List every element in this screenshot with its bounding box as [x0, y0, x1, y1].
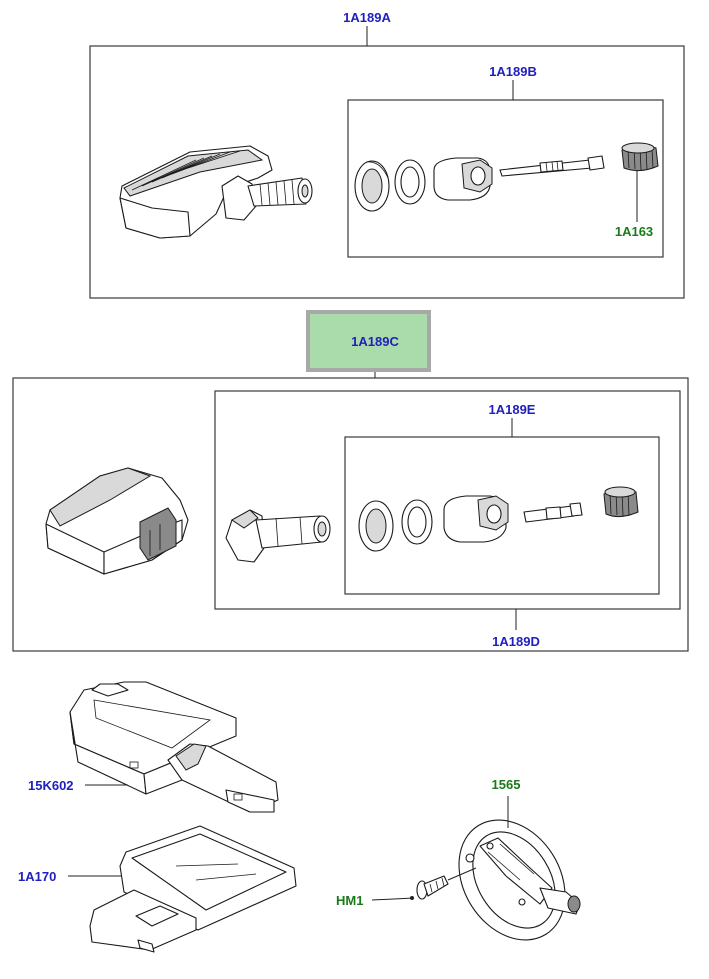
assembly-1a189e-frame: [344, 436, 660, 595]
label-1a189c[interactable]: 1A189C: [351, 334, 399, 349]
label-1a189b[interactable]: 1A189B: [489, 64, 537, 79]
label-1a189d[interactable]: 1A189D: [492, 634, 540, 649]
assembly-1a189b-frame: [347, 99, 664, 258]
assembly-1a189c: 1A189C 1A189D: [12, 310, 689, 652]
tpms-module-drawing: [69, 681, 279, 813]
label-1a189e[interactable]: 1A189E: [489, 402, 536, 417]
assembly-1a189d-frame: [214, 390, 681, 610]
screw-hm1-leader-dot: [410, 896, 414, 900]
bracket-1a170: 1A170: [18, 825, 297, 953]
highlight-box-1a189c[interactable]: [306, 310, 431, 372]
label-1a163[interactable]: 1A163: [615, 224, 653, 239]
label-1a189a[interactable]: 1A189A: [343, 10, 391, 25]
mount-1565: 1565 HM1: [336, 777, 581, 941]
screw-hm1-drawing: [416, 867, 477, 900]
label-15k602[interactable]: 15K602: [28, 778, 74, 793]
tpms-sensor-a-drawing: [119, 145, 313, 239]
screw-hm1-leader: [371, 897, 415, 901]
assembly-1a189e: 1A189E: [344, 402, 660, 595]
assembly-1a189c-frame: [12, 377, 689, 652]
label-1a170[interactable]: 1A170: [18, 869, 56, 884]
valve-kit-b-drawing: [354, 142, 659, 212]
bracket-drawing: [89, 825, 297, 953]
tpms-module-15k602: 15K602: [28, 681, 279, 813]
assembly-1a189a: 1A189A 1A189B: [89, 10, 685, 299]
label-hm1[interactable]: HM1: [336, 893, 363, 908]
label-1565[interactable]: 1565: [492, 777, 521, 792]
valve-stem-d-drawing: [225, 509, 331, 563]
mount-plate-drawing: [458, 819, 581, 941]
tpms-sensor-c-drawing: [45, 467, 189, 575]
assembly-1a189d: 1A189D 1A189E: [214, 390, 681, 649]
assembly-1a189b: 1A189B: [347, 64, 664, 258]
assembly-1a189a-frame: [89, 45, 685, 299]
valve-kit-e-drawing: [358, 486, 639, 552]
